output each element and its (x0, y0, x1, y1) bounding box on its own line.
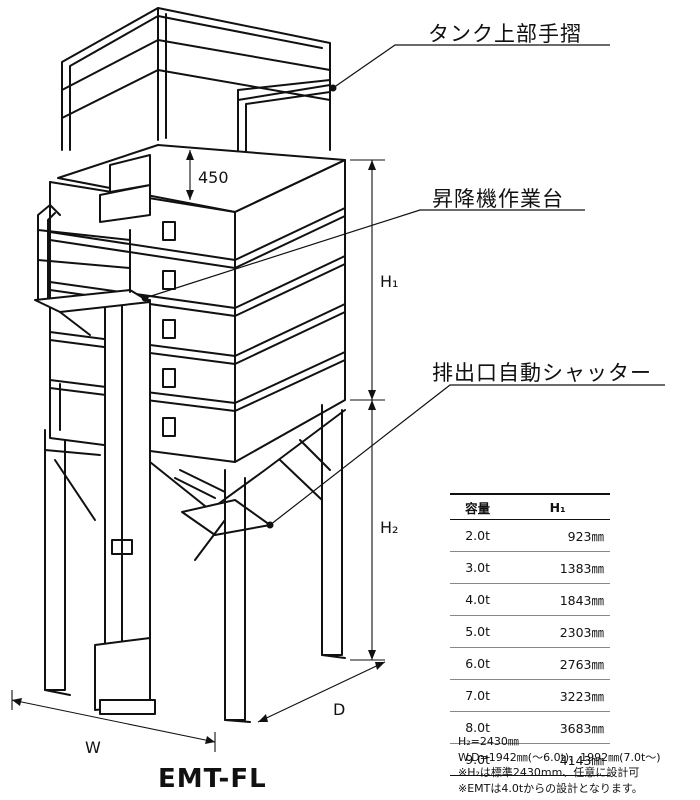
support-legs (44, 404, 346, 723)
discharge-shutter-label: 排出口自動シャッター (432, 361, 652, 385)
elevator-platform (34, 204, 151, 336)
dimension-d-label: D (333, 700, 346, 719)
dimension-450-label: 450 (198, 168, 229, 187)
elevator-platform-label: 昇降機作業台 (432, 187, 564, 211)
header-h1: H₁ (505, 493, 610, 520)
h1-cell: 1383㎜ (505, 551, 610, 584)
note-h2-custom: ※H₂は標準2430mm、任意に設計可 (458, 766, 640, 779)
capacity-cell: 3.0t (450, 551, 506, 584)
capacity-cell: 4.0t (450, 583, 506, 616)
h1-cell: 1843㎜ (505, 583, 610, 616)
capacity-cell: 6.0t (450, 647, 506, 680)
note-wd: W.D=1942㎜(～6.0t)、1992㎜(7.0t～) (458, 750, 661, 764)
h1-cell: 4143㎜ (505, 743, 610, 776)
header-capacity: 容量 (450, 493, 506, 520)
model-name: EMT-FL (158, 764, 267, 794)
h1-cell: 3223㎜ (505, 679, 610, 712)
capacity-cell: 5.0t (450, 615, 506, 648)
capacity-cell: 2.0t (450, 519, 506, 552)
bucket-elevator (94, 154, 156, 715)
capacity-cell: 7.0t (450, 679, 506, 712)
note-h2: H₂=2430㎜ (458, 735, 519, 748)
spec-table-header: 容量 H₁ (450, 493, 610, 520)
spec-notes: H₂=2430㎜ W.D=1942㎜(～6.0t)、1992㎜(7.0t～) ※… (458, 734, 661, 796)
note-emt-min: ※EMTは4.0tからの設計となります。 (458, 781, 643, 795)
dimension-w-label: W (85, 738, 101, 757)
tank-top-handrail (61, 7, 331, 153)
h1-cell: 2763㎜ (505, 647, 610, 680)
h1-cell: 923㎜ (505, 519, 610, 552)
capacity-cell: 9.0t (450, 743, 506, 776)
tank-handrail-label: タンク上部手摺 (428, 22, 582, 46)
h1-cell: 2303㎜ (505, 615, 610, 648)
hopper (149, 409, 346, 536)
tank-right-face (234, 159, 346, 463)
dimension-h1-label: H₁ (380, 272, 399, 291)
h1-cell: 3683㎜ (505, 711, 610, 744)
dimension-h2-label: H₂ (380, 518, 399, 537)
capacity-cell: 8.0t (450, 711, 506, 744)
